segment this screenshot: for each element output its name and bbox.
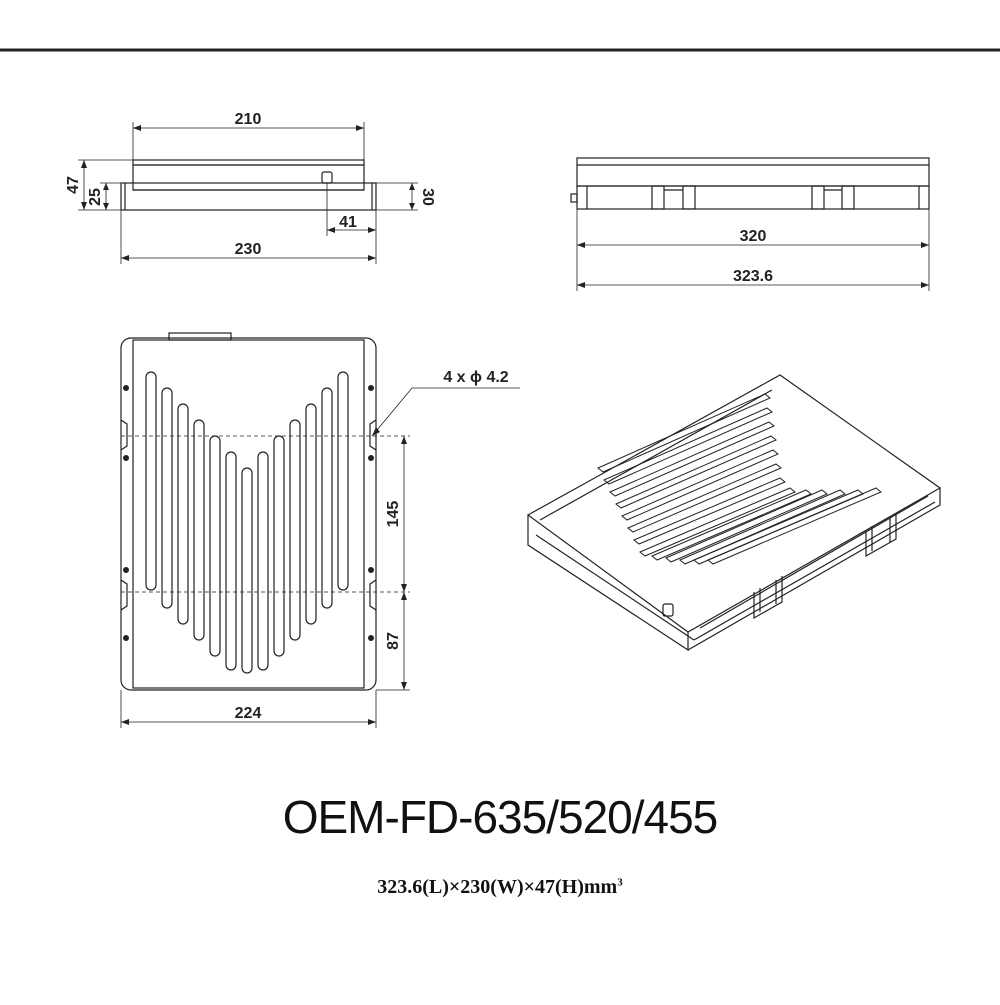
dim-hole-spacing: 145 <box>385 501 402 528</box>
model-title: OEM-FD-635/520/455 <box>282 791 719 843</box>
side-view-lower <box>576 185 930 210</box>
dim-bottom-width: 230 <box>235 241 262 258</box>
hole-callout: 4 x ϕ 4.2 <box>443 369 508 386</box>
dim-overall-length: 323.6 <box>733 268 773 285</box>
top-view-arrows <box>121 427 407 725</box>
front-view-top-lid <box>132 159 365 166</box>
top-view-mount-holes <box>123 385 374 641</box>
dim-top-width: 210 <box>235 111 262 128</box>
top-view-center-lines <box>121 435 410 593</box>
dim-side-height: 30 <box>419 188 436 206</box>
isometric-view <box>526 374 942 652</box>
dim-port-offset: 41 <box>339 214 357 231</box>
top-view-connector <box>168 332 232 341</box>
top-view-cooling-slots <box>145 371 349 674</box>
front-view-port <box>321 171 333 184</box>
dim-flange-height: 25 <box>87 188 104 206</box>
dim-inner-length: 320 <box>740 228 767 245</box>
top-view-inner-plate <box>132 339 365 689</box>
front-view-base-flange <box>120 182 377 211</box>
model-dimensions-text: 323.6(L)×230(W)×47(H)mm <box>377 876 618 898</box>
front-view <box>120 159 377 211</box>
dim-top-view-width: 224 <box>235 705 262 722</box>
model-dimensions: 323.6(L)×230(W)×47(H)mm3 <box>0 876 1000 899</box>
top-view <box>120 332 377 691</box>
side-view-dimensions <box>576 209 930 291</box>
side-view-arrows <box>577 242 929 288</box>
side-view-upper <box>576 157 930 187</box>
front-view-upper-body <box>132 164 365 191</box>
iso-cooling-slots <box>597 393 882 565</box>
dim-hole-to-bottom: 87 <box>385 632 402 650</box>
side-view <box>570 157 930 210</box>
dim-overall-height: 47 <box>65 176 82 194</box>
top-view-dimensions <box>120 387 520 728</box>
top-view-outline <box>120 337 377 691</box>
front-view-arrows <box>81 125 415 261</box>
front-view-dimensions <box>78 122 418 264</box>
model-dimensions-superscript: 3 <box>617 876 623 889</box>
